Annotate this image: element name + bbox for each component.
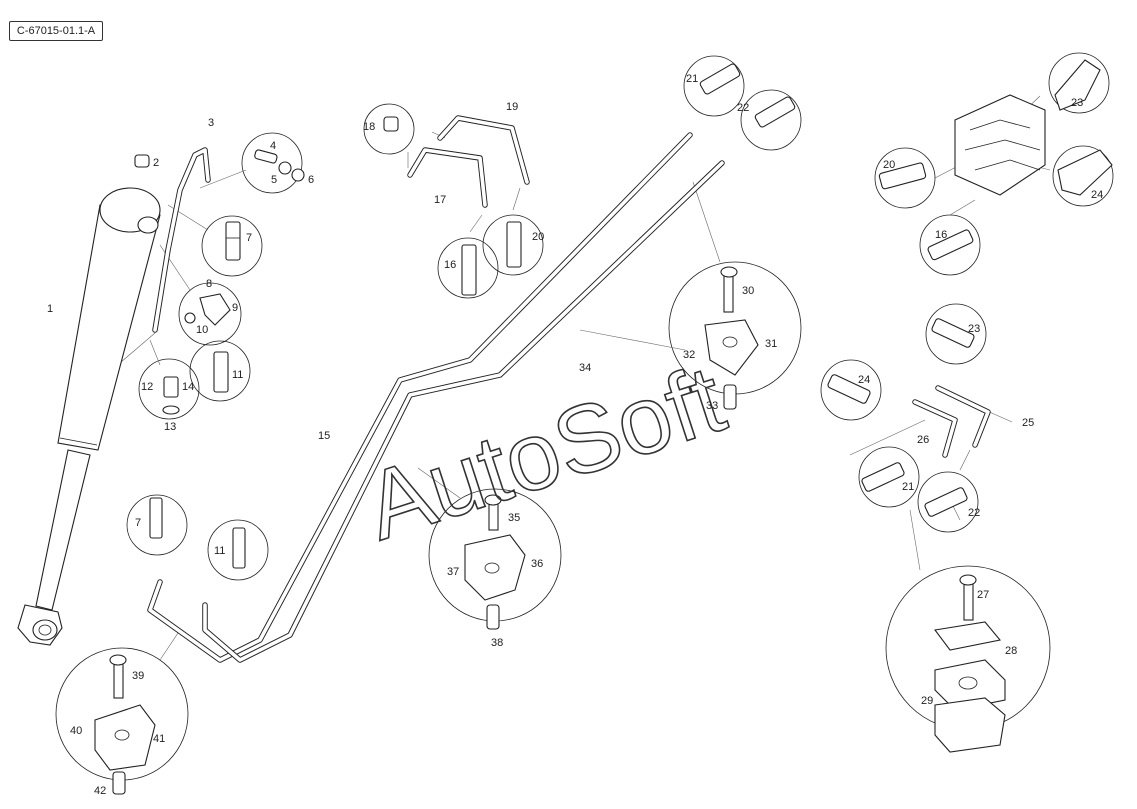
callout-38: 38 [491, 637, 503, 649]
fittings [94, 59, 1113, 795]
callout-42: 42 [94, 785, 106, 797]
callout-34: 34 [579, 362, 591, 374]
callout-16b: 16 [935, 229, 947, 241]
callout-21: 21 [686, 73, 698, 85]
hydraulic-cylinder [17, 187, 161, 646]
callout-20: 20 [532, 231, 544, 243]
callout-5: 5 [271, 174, 277, 186]
callout-26: 26 [917, 434, 929, 446]
callout-29: 29 [921, 695, 933, 707]
callout-16: 16 [444, 259, 456, 271]
callout-28: 28 [1005, 645, 1017, 657]
callout-8: 8 [206, 278, 212, 290]
callout-20b: 20 [883, 159, 895, 171]
callout-39: 39 [132, 670, 144, 682]
callout-12: 12 [141, 381, 153, 393]
callout-7: 7 [246, 232, 252, 244]
callout-10: 10 [196, 324, 208, 336]
callout-19: 19 [506, 101, 518, 113]
callout-1: 1 [47, 303, 53, 315]
callout-30: 30 [742, 285, 754, 297]
callout-labels: 1 2 3 4 5 6 7 8 9 10 11 12 13 14 15 16 1… [47, 73, 1103, 797]
callout-4: 4 [270, 140, 276, 152]
callout-17: 17 [434, 194, 446, 206]
cylinder-tube [152, 147, 211, 333]
callout-22: 22 [737, 102, 749, 114]
callout-2: 2 [153, 157, 159, 169]
callout-21b: 21 [902, 481, 914, 493]
callout-14: 14 [182, 381, 194, 393]
callout-22b: 22 [968, 507, 980, 519]
callout-11: 11 [232, 369, 243, 381]
callout-11b: 11 [214, 545, 225, 557]
detail-circles [55, 52, 1114, 781]
tubes-25-26 [912, 385, 991, 458]
tubes-17-19 [407, 115, 530, 208]
callout-32: 32 [683, 349, 695, 361]
callout-7b: 7 [135, 517, 141, 529]
callout-23b: 23 [968, 323, 980, 335]
callout-40: 40 [70, 725, 82, 737]
callout-15: 15 [318, 430, 330, 442]
callout-13: 13 [164, 421, 176, 433]
callout-6: 6 [308, 174, 314, 186]
callout-24: 24 [1091, 189, 1103, 201]
callout-31: 31 [765, 338, 777, 350]
callout-35: 35 [508, 512, 520, 524]
callout-27: 27 [977, 589, 989, 601]
callout-33: 33 [706, 400, 718, 412]
callout-24b: 24 [858, 374, 870, 386]
callout-3: 3 [208, 117, 214, 129]
callout-37: 37 [447, 566, 459, 578]
callout-36: 36 [531, 558, 543, 570]
callout-41: 41 [153, 733, 165, 745]
long-hydraulic-tubes [147, 132, 725, 663]
callout-9: 9 [232, 302, 238, 314]
callout-23: 23 [1071, 97, 1083, 109]
callout-25: 25 [1022, 417, 1034, 429]
drawing-reference-label: C-67015-01.1-A [9, 21, 103, 41]
callout-18: 18 [363, 121, 375, 133]
